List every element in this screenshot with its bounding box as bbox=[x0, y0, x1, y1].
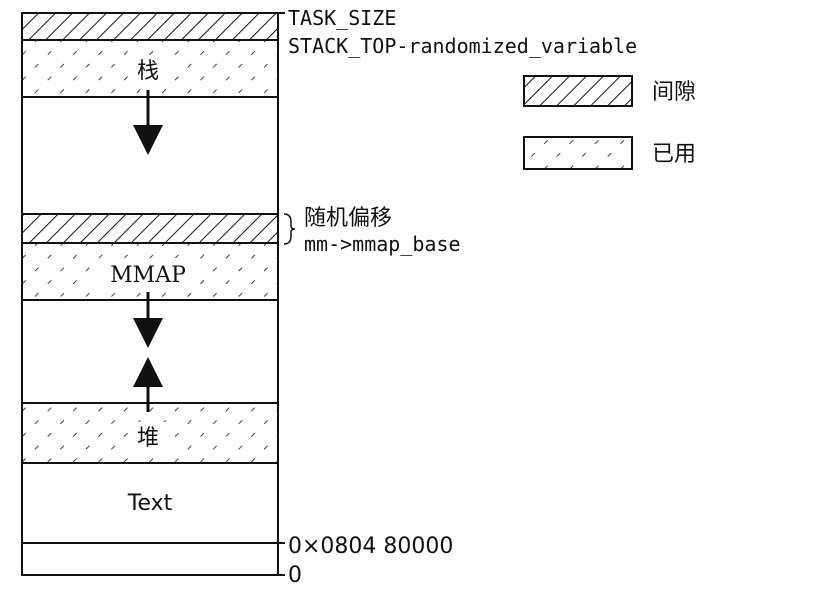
gap-region-random-offset bbox=[21, 213, 279, 244]
text-segment-label: Text bbox=[127, 491, 173, 516]
legend-gap-swatch bbox=[523, 75, 633, 107]
gap-region-top bbox=[21, 12, 279, 41]
low-region bbox=[21, 542, 279, 576]
legend-used-swatch bbox=[523, 136, 633, 170]
stack-top-label: STACK_TOP-randomized_variable bbox=[288, 34, 637, 58]
random-offset-brace bbox=[283, 213, 296, 245]
legend-gap-label: 间隙 bbox=[652, 80, 696, 105]
random-offset-label: 随机偏移 bbox=[304, 206, 392, 231]
mmap-label: MMAP bbox=[110, 263, 186, 288]
free-region-below-stack bbox=[21, 96, 279, 215]
stack-label: 栈 bbox=[137, 59, 159, 84]
legend-used-label: 已用 bbox=[652, 142, 696, 167]
task-size-label: TASK_SIZE bbox=[288, 6, 396, 30]
mmap-base-label: mm->mmap_base bbox=[304, 232, 461, 256]
free-region-middle bbox=[21, 299, 279, 404]
text-start-address-label: 0×0804 80000 bbox=[288, 534, 453, 559]
text-region bbox=[21, 462, 279, 544]
heap-label: 堆 bbox=[137, 426, 159, 451]
memory-column bbox=[21, 12, 279, 576]
zero-address-label: 0 bbox=[288, 563, 302, 588]
legend: 间隙 已用 bbox=[523, 75, 696, 170]
